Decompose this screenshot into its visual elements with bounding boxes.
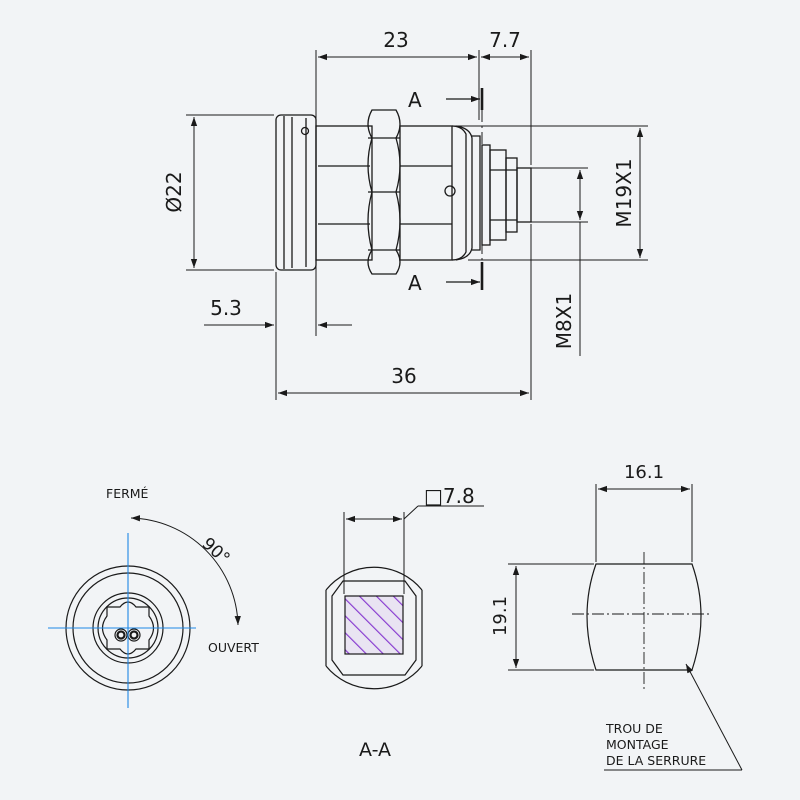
section-mark-bottom: A xyxy=(408,271,422,295)
section-cut-line xyxy=(446,88,484,290)
threaded-body xyxy=(399,125,453,261)
dim-5-3: 5.3 xyxy=(210,296,242,320)
dim-36: 36 xyxy=(391,364,416,388)
shoulder xyxy=(451,125,481,261)
note-mounting-hole-line1: TROU DE xyxy=(605,721,663,736)
dim-diameter-22: Ø22 xyxy=(162,171,186,212)
m8-shaft xyxy=(516,167,532,223)
mounting-hole-view xyxy=(508,484,743,771)
body-pin-hole xyxy=(444,185,456,197)
label-ouvert: OUVERT xyxy=(208,640,259,655)
dim-7-7: 7.7 xyxy=(489,28,521,52)
cam-washer xyxy=(481,144,518,246)
front-centerlines xyxy=(48,533,196,708)
note-mounting-hole-line2: MONTAGE xyxy=(606,737,669,752)
dim-16-1: 16.1 xyxy=(624,462,664,483)
hex-nut xyxy=(367,109,401,275)
section-a-a-view xyxy=(325,505,484,690)
lock-body xyxy=(315,125,373,261)
section-title: A-A xyxy=(359,739,391,761)
label-ferme: FERMÉ xyxy=(106,486,149,501)
dim-m19x1: M19X1 xyxy=(612,158,636,227)
section-mark-top: A xyxy=(408,88,422,112)
note-mounting-hole-line3: DE LA SERRURE xyxy=(606,753,706,768)
square-shaft-hatched xyxy=(344,595,404,655)
dim-19-1: 19.1 xyxy=(490,596,511,636)
lock-face-cap xyxy=(275,114,317,271)
dim-square-7-8: □7.8 xyxy=(424,484,475,508)
rotation-arc xyxy=(130,515,241,626)
side-view xyxy=(275,109,532,275)
side-view-dimensions xyxy=(186,50,648,400)
dim-23: 23 xyxy=(383,28,408,52)
cap-screw-hole xyxy=(300,126,310,136)
label-angle-90: 90° xyxy=(198,534,234,569)
front-view xyxy=(48,515,241,708)
dim-m8x1: M8X1 xyxy=(552,293,576,349)
